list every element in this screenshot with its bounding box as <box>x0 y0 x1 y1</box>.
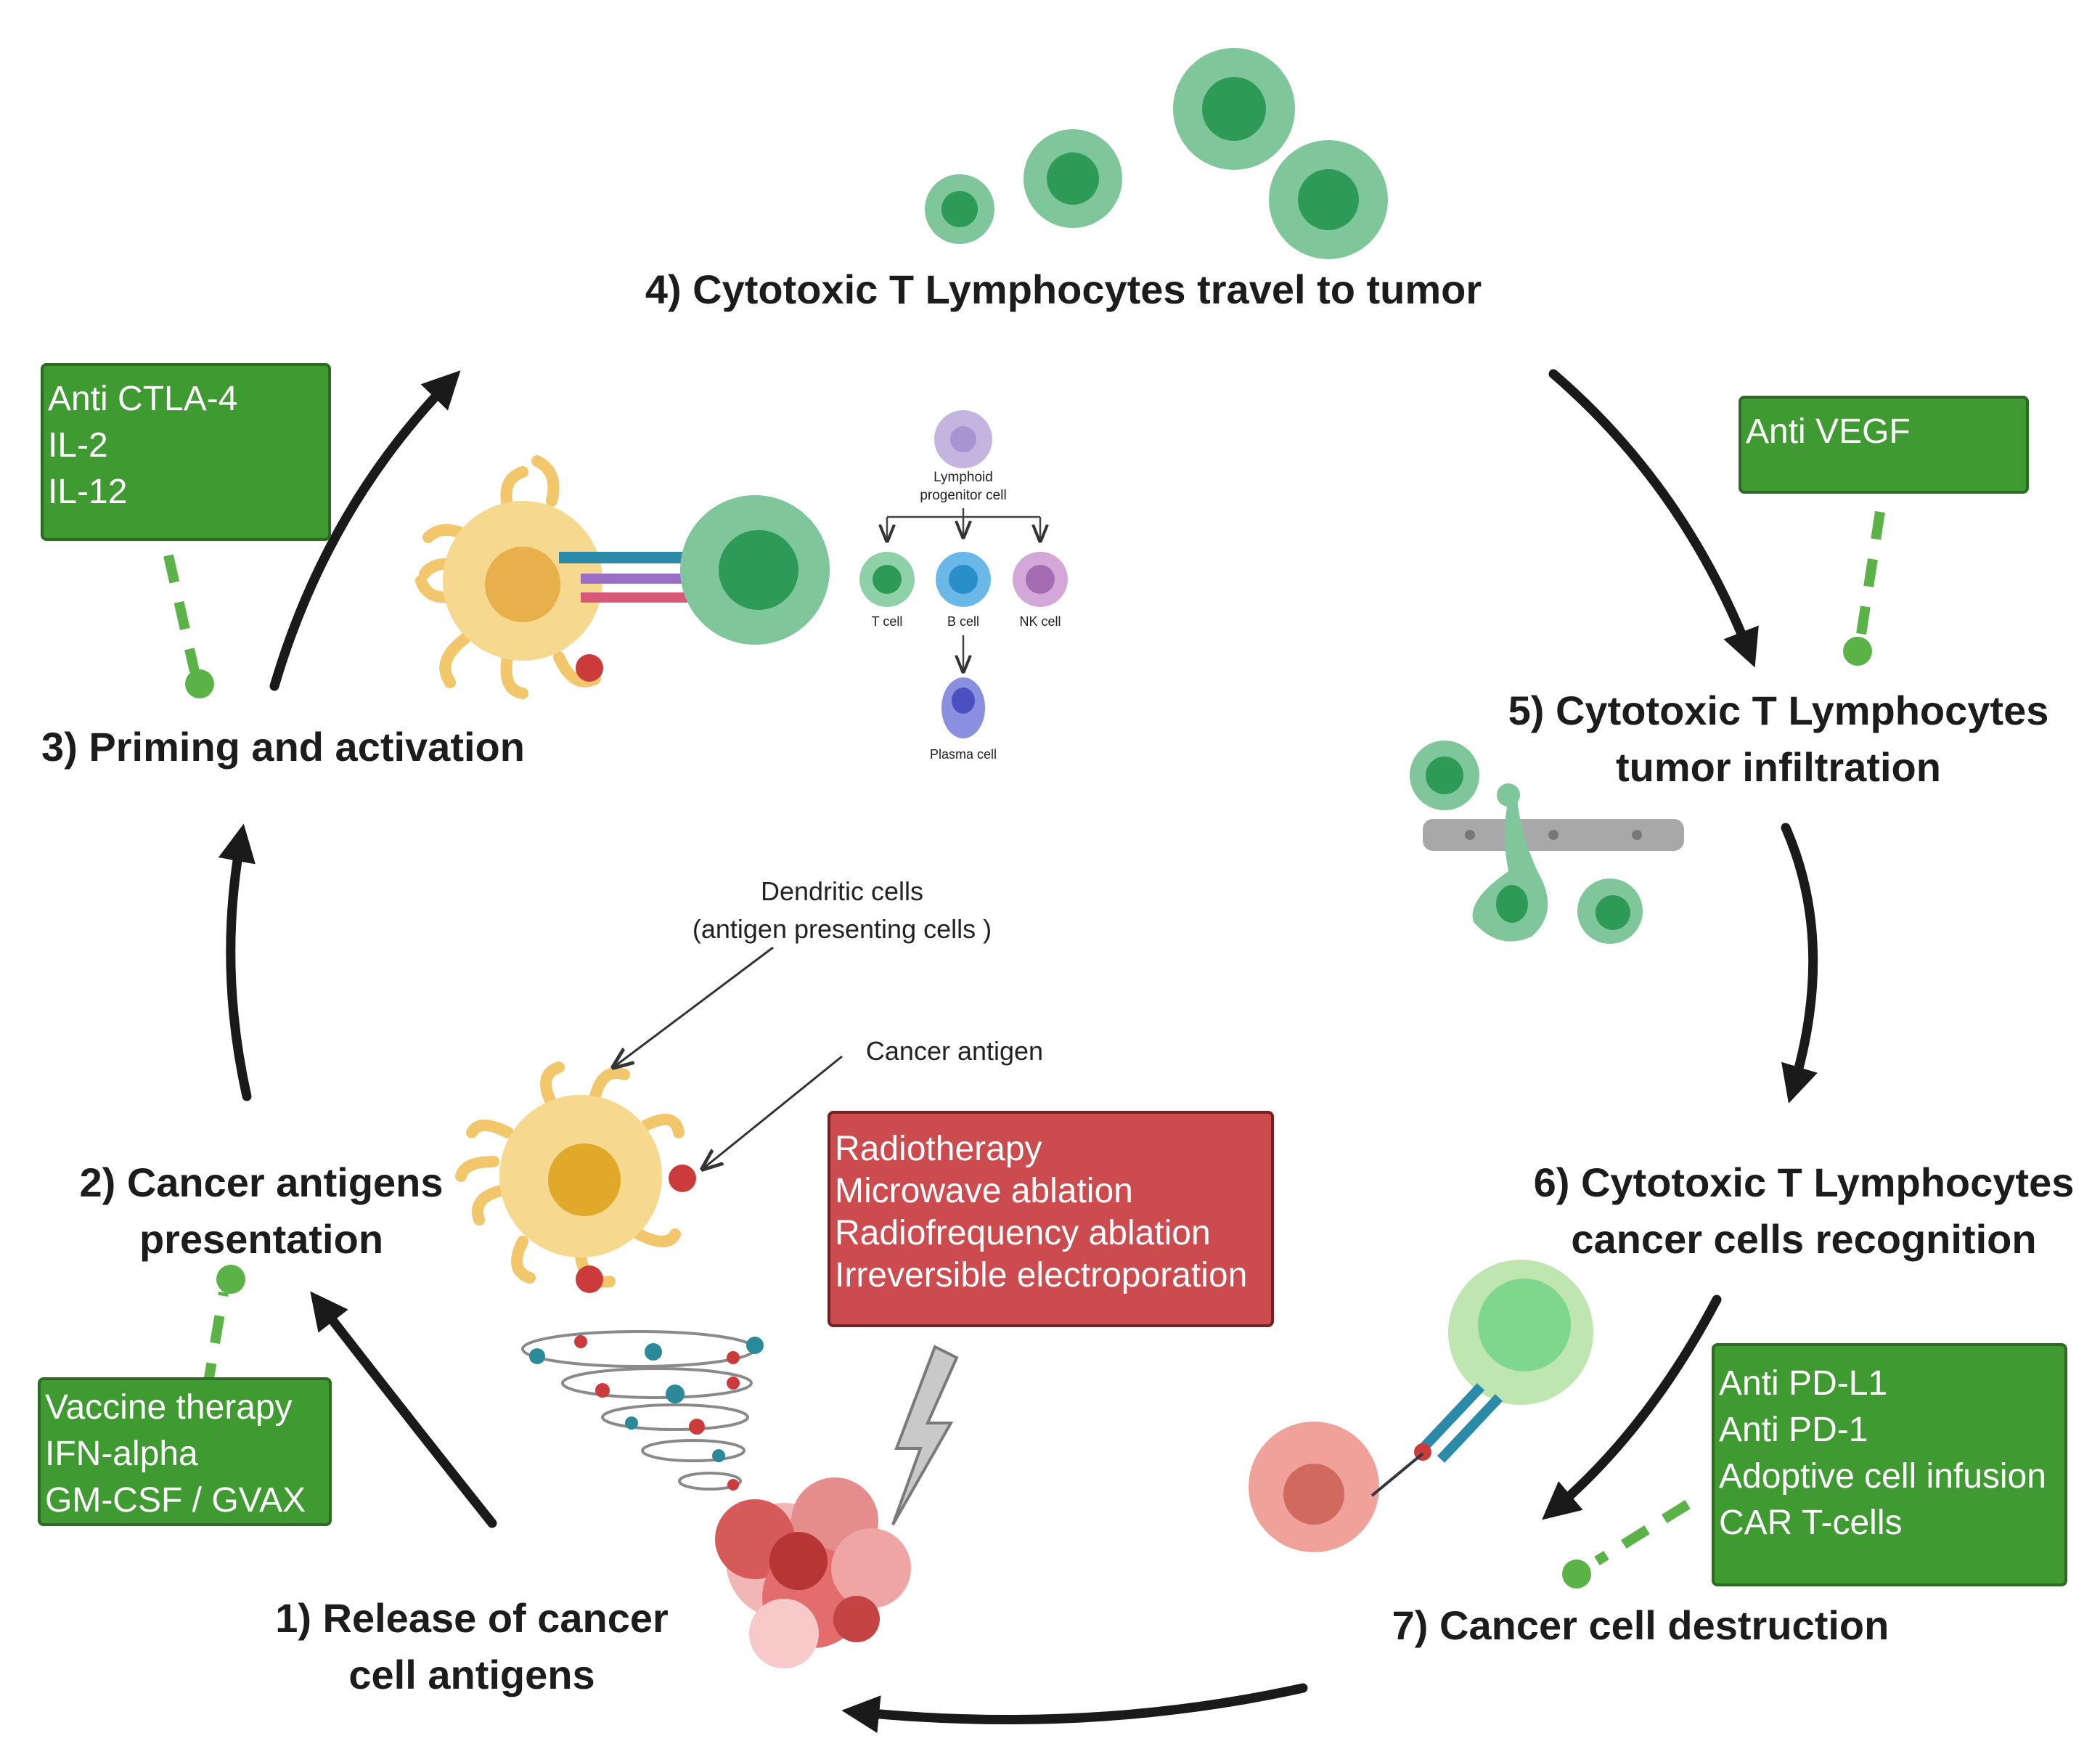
lineage-b-cell: B cell <box>947 614 979 629</box>
therapy-box-destruction: Anti PD-L1 Anti PD-1 Adoptive cell infus… <box>1712 1343 2067 1586</box>
arrow-5-to-6 <box>1781 823 1818 1104</box>
cycle-arrows <box>218 369 1818 1733</box>
arrow-7-to-1 <box>841 1683 1308 1733</box>
arrow-2-to-3 <box>218 823 256 1101</box>
dendritic-label-line-1: Dendritic cells <box>761 876 923 906</box>
lineage-t-cell: T cell <box>872 614 903 629</box>
cell-recognition <box>1249 1260 1593 1552</box>
dendritic-cell-with-antigens <box>455 1061 696 1293</box>
lineage-root-line-2: progenitor cell <box>920 488 1006 503</box>
dendritic-label-line-2: (antigen presenting cells ) <box>692 914 992 944</box>
step-3-label: 3) Priming and activation <box>41 724 525 770</box>
arrow-1-to-2 <box>310 1291 497 1528</box>
lymphoid-lineage: Lymphoid progenitor cell T cell B cell N… <box>859 410 1068 762</box>
lineage-plasma-cell: Plasma cell <box>930 747 997 762</box>
antigen-release-swirl <box>521 1330 756 1491</box>
lineage-nk-cell: NK cell <box>1019 614 1061 629</box>
therapy-connector-ends <box>185 637 1872 1589</box>
priming-synapse <box>415 455 830 699</box>
therapy-box-priming: Anti CTLA-4 IL-2 IL-12 <box>41 363 331 541</box>
infiltration-illustration <box>1410 741 1684 944</box>
therapy-connectors <box>163 510 1885 1565</box>
lineage-root-line-1: Lymphoid <box>933 470 993 485</box>
arrow-6-to-7 <box>1542 1295 1722 1520</box>
therapy-box-presentation: Vaccine therapy IFN-alpha GM-CSF / GVAX <box>38 1377 332 1526</box>
step-7-label: 7) Cancer cell destruction <box>1392 1602 1889 1648</box>
t-cells-traveling <box>925 48 1388 259</box>
antigen-particles <box>529 1335 764 1491</box>
step-4-label: 4) Cytotoxic T Lymphocytes travel to tum… <box>645 266 1482 312</box>
cancer-antigen-label: Cancer antigen <box>866 1036 1043 1066</box>
therapy-box-infiltration: Anti VEGF <box>1739 396 2029 494</box>
therapy-box-ablation: Radiotherapy Microwave ablation Radiofre… <box>828 1111 1274 1327</box>
tumor-mass <box>715 1477 911 1668</box>
arrow-4-to-5 <box>1548 369 1759 668</box>
lightning-icon <box>891 1345 959 1525</box>
arrow-3-to-4 <box>269 370 461 691</box>
annotation-pointers <box>613 946 843 1169</box>
